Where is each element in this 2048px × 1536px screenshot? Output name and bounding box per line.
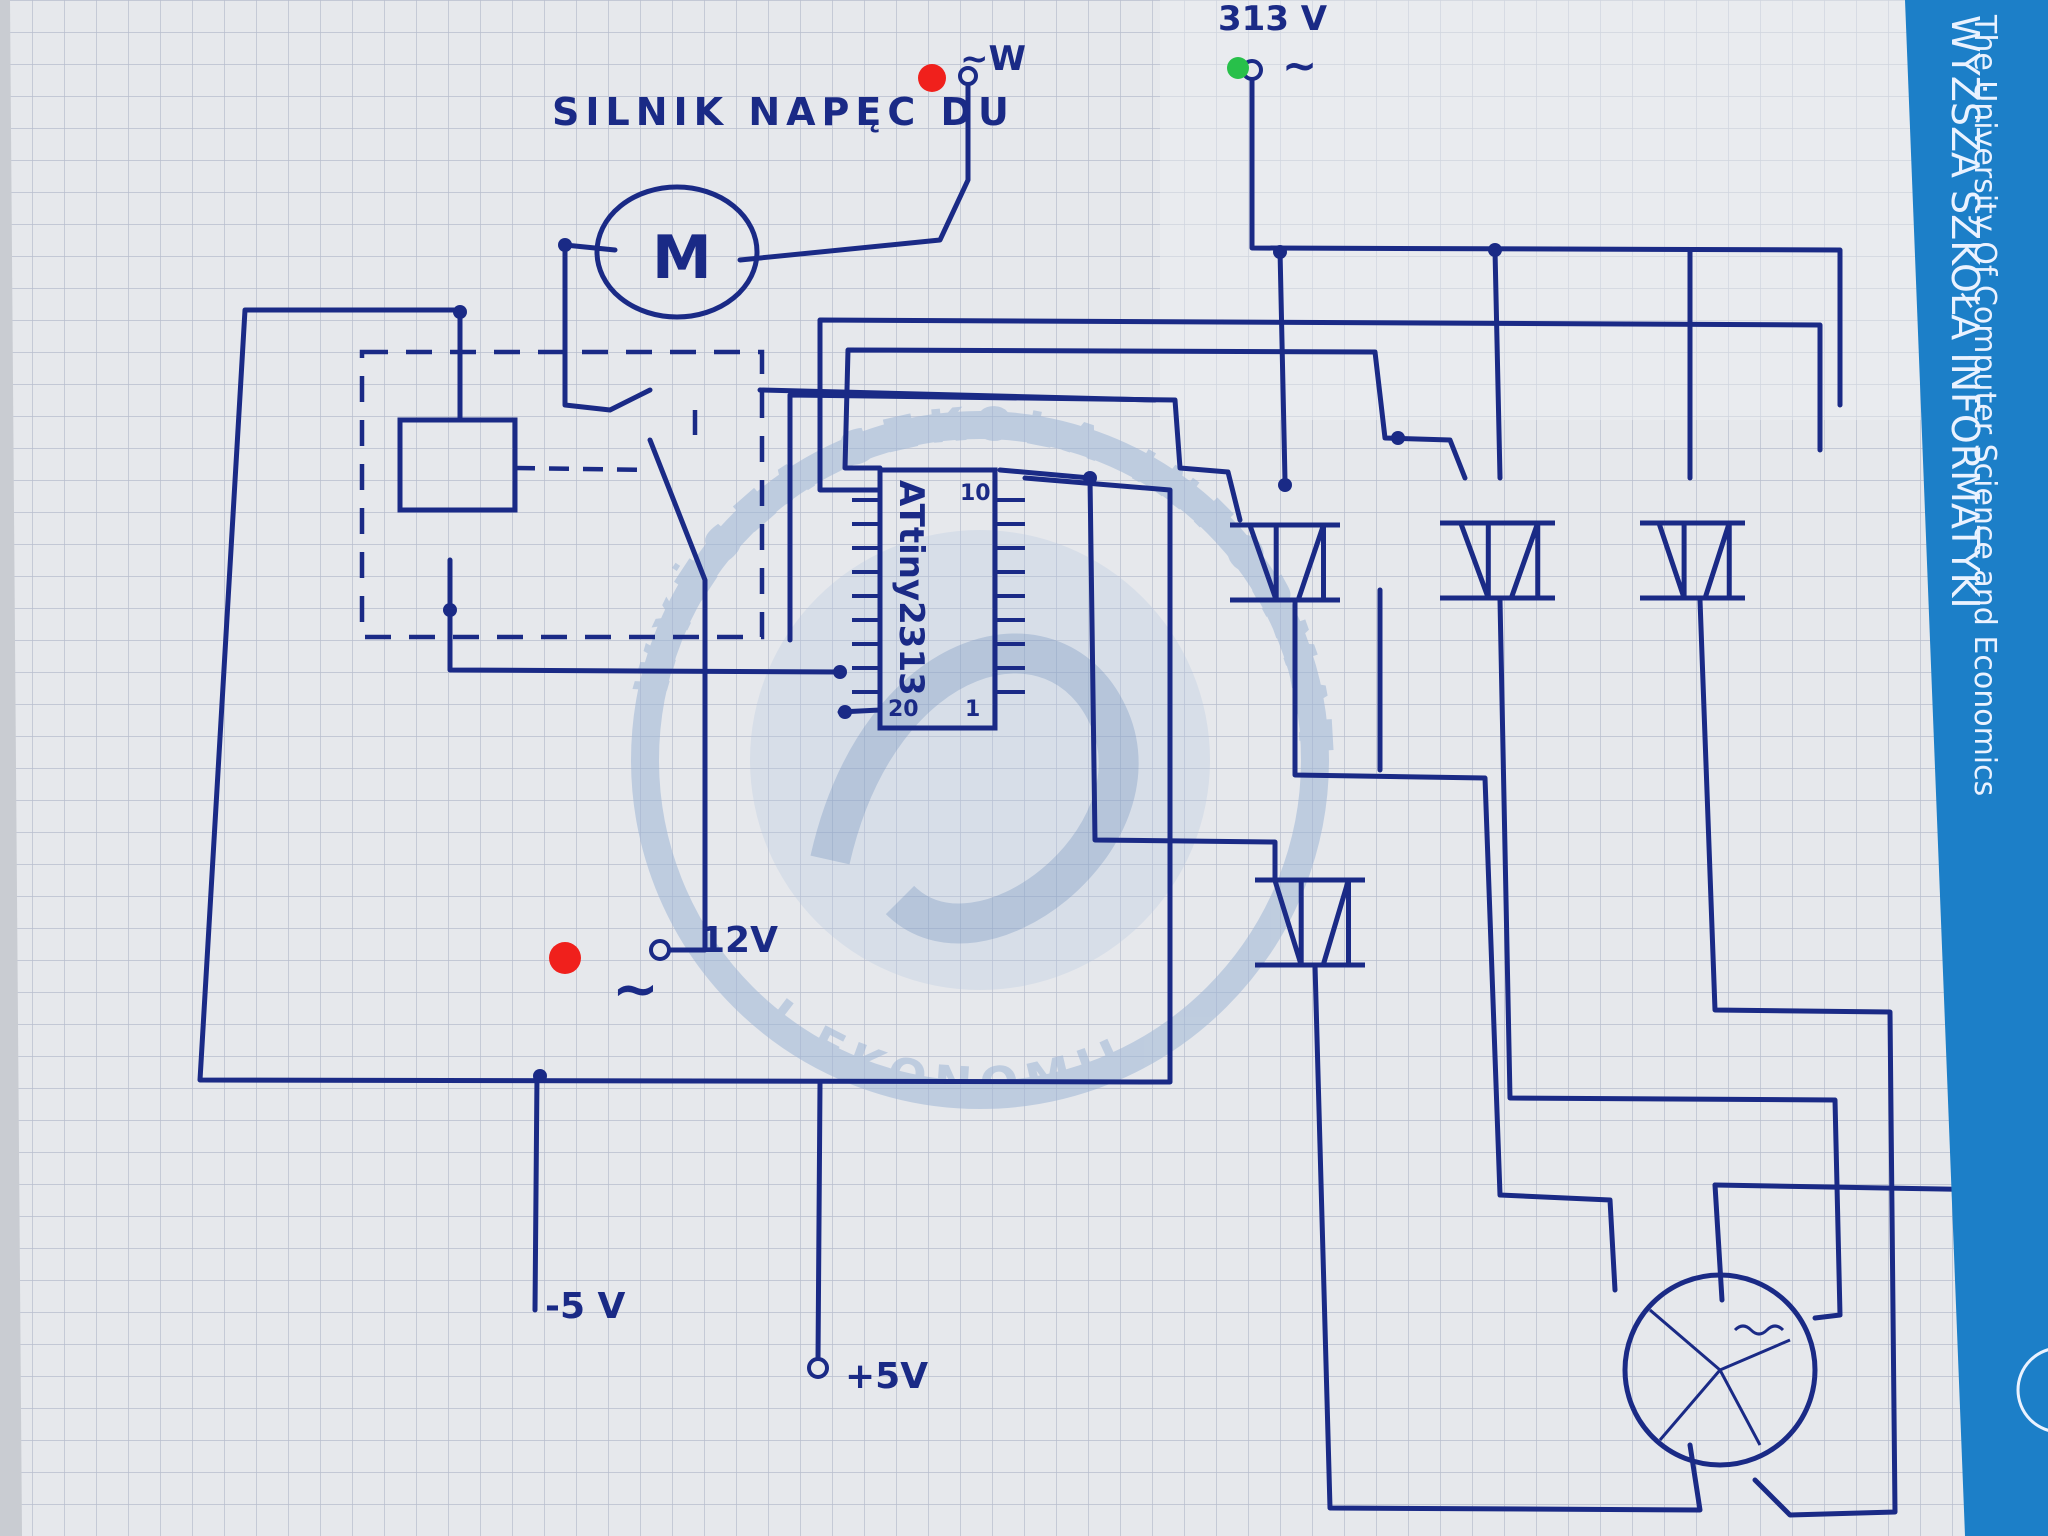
triac-diode-left — [1247, 524, 1279, 601]
motor-circle — [594, 184, 760, 320]
motor-winding-coil — [1733, 1324, 1785, 1336]
three-phase-motor — [1622, 1272, 1818, 1468]
top-left-supply-label: ~W — [960, 39, 1026, 79]
wire-plus5 — [815, 1081, 823, 1363]
wiring — [197, 69, 2003, 1518]
relay-dashed-box — [359, 349, 765, 640]
wire-mcu-t4-gate — [997, 467, 1278, 883]
junction-dot — [1488, 243, 1502, 257]
wire-mcu-t1-gate — [787, 392, 1243, 643]
label-12v: 12V — [700, 920, 778, 961]
triac-diode-right — [1702, 522, 1732, 599]
green-marker-313v — [1227, 57, 1249, 79]
terminal-plus5 — [807, 1357, 829, 1379]
relay-coil — [397, 417, 518, 513]
wire-supply-motor — [737, 75, 971, 263]
terminal-top-left — [958, 66, 978, 86]
wire-relay-top-bus — [757, 387, 1158, 403]
triac-diode-right — [1320, 879, 1351, 966]
triac-diode-right — [1508, 522, 1541, 599]
wire-t2-out — [1497, 597, 1843, 1321]
label-plus5: +5V — [845, 1356, 928, 1397]
mcu-pin-top-label: 10 — [960, 481, 991, 506]
wire-switch-12v — [647, 437, 708, 953]
motor-windings — [1649, 1308, 1791, 1446]
junction-dot — [443, 603, 457, 617]
red-marker-top — [918, 64, 946, 92]
strip-background — [1905, 0, 2048, 1536]
relay-assembly — [359, 349, 765, 640]
junction-dot — [1278, 478, 1292, 492]
junction-dot — [533, 1069, 547, 1083]
wire-313v-bus — [1249, 69, 1843, 408]
wire-motor3-n — [1712, 1182, 1725, 1303]
university-strip: WYŻSZA SZKOŁA INFORMATYKI The University… — [1905, 0, 2048, 1536]
top-right-supply-label: 313 V — [1218, 0, 1328, 39]
terminal-12v — [649, 939, 671, 961]
wire-motor-relay — [562, 242, 653, 413]
ac-symbol-313v: ~ — [1282, 41, 1317, 90]
red-marker-12v — [549, 942, 581, 974]
dc-motor: M — [594, 184, 760, 320]
wire-mcu-t2-gate — [842, 347, 1468, 481]
wire-bus-t2 — [1492, 247, 1503, 481]
wire-relay-coil-bottom — [447, 557, 843, 675]
mcu-label: ATtiny2313 — [891, 480, 931, 696]
junction-dot — [838, 705, 852, 719]
mcu-pin20-label: 20 — [888, 697, 919, 722]
junction-dot — [453, 305, 467, 319]
wire-t1-out — [1292, 597, 1618, 1293]
junction-dot — [1273, 245, 1287, 259]
wire-bus-t1 — [1277, 247, 1288, 483]
mcu-body — [877, 467, 998, 731]
ac-symbol-12v: ~ — [612, 957, 659, 1022]
junction-dots — [443, 238, 1502, 1083]
junction-dot — [833, 665, 847, 679]
strip-seal — [2016, 1348, 2048, 1432]
triac-group — [1230, 520, 1745, 968]
junction-dot — [558, 238, 572, 252]
junction-dot — [1391, 431, 1405, 445]
wire-t3-out — [1697, 597, 1898, 1518]
label-minus5: -5 V — [545, 1286, 626, 1327]
watermark-ring — [631, 411, 1329, 1109]
wire-minus5 — [532, 1071, 540, 1313]
three-phase-motor-circle — [1622, 1272, 1818, 1468]
triac-diode-right — [1295, 524, 1326, 601]
strip-line1: WYŻSZA SZKOŁA INFORMATYKI — [1943, 15, 1987, 609]
mcu-pins — [852, 498, 1025, 694]
motor-title-label: SILNIK NAPĘC DU — [552, 90, 1015, 134]
wire-mcu-t3-gate — [817, 317, 1823, 493]
wire-t4-out — [1312, 962, 1703, 1513]
wire-left-loop — [197, 307, 1173, 1085]
triac-diode-left — [1458, 522, 1491, 599]
triac-diode-left — [1656, 522, 1687, 599]
relay-linkage — [514, 465, 651, 473]
triac-diode-left — [1272, 879, 1304, 966]
watermark-swoosh — [810, 633, 1139, 944]
motor-symbol: M — [652, 223, 712, 293]
strip-line2: The University Of Computer Science and E… — [1967, 14, 2002, 796]
mcu-pin1-label: 1 — [965, 697, 980, 722]
mcu-chip: ATtiny2313 10 20 1 — [852, 467, 1025, 731]
junction-dot — [1083, 471, 1097, 485]
